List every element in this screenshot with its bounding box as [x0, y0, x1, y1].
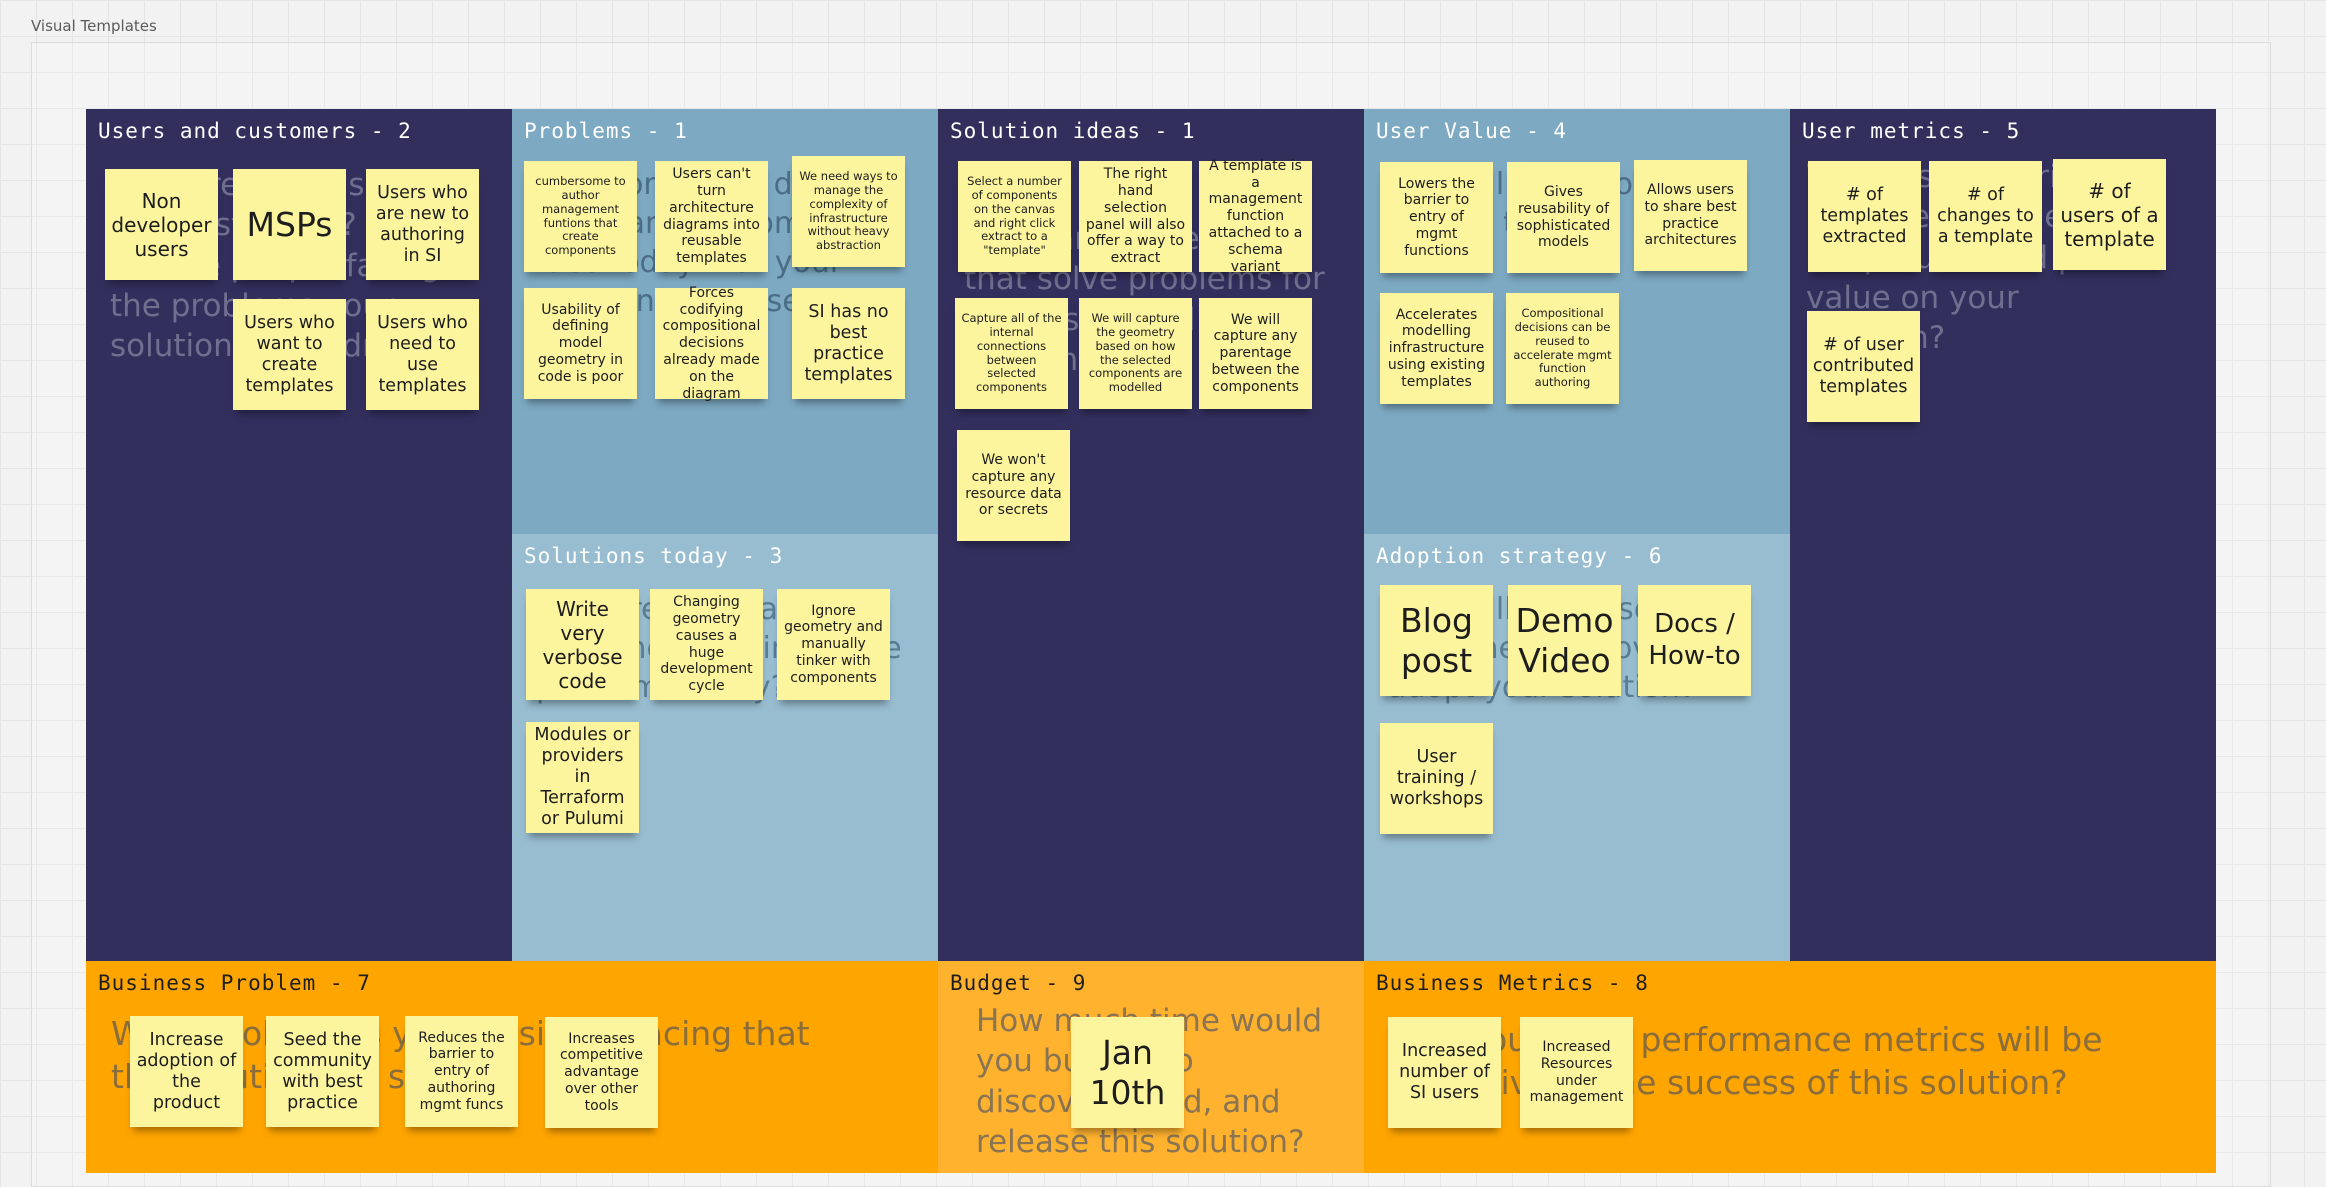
sticky-note[interactable]: We will capture any parentage between th…	[1199, 298, 1312, 409]
sticky-note[interactable]: Increased number of SI users	[1388, 1017, 1501, 1128]
sticky-note[interactable]: Select a number of components on the can…	[958, 161, 1071, 272]
section-title: Budget - 9	[950, 971, 1087, 995]
sticky-note[interactable]: Jan 10th	[1071, 1017, 1184, 1128]
sticky-note[interactable]: Increased Resources under management	[1520, 1017, 1633, 1128]
sticky-note[interactable]: Allows users to share best practice arch…	[1634, 160, 1747, 271]
sticky-note[interactable]: Modules or providers in Terraform or Pul…	[526, 722, 639, 833]
section-users-and-customers[interactable]: Users and customers - 2 Who are your use…	[86, 109, 512, 961]
sticky-note[interactable]: cumbersome to author management funtions…	[524, 161, 637, 272]
sticky-note[interactable]: Gives reusability of sophisticated model…	[1507, 162, 1620, 273]
section-title: Problems - 1	[524, 119, 688, 143]
sticky-note[interactable]: A template is a management function atta…	[1199, 158, 1312, 275]
section-budget[interactable]: Budget - 9 How much time would you budge…	[938, 961, 1364, 1173]
sticky-note[interactable]: SI has no best practice templates	[792, 288, 905, 399]
section-user-value[interactable]: User Value - 4 How will your solution be…	[1364, 109, 1790, 534]
lean-canvas: Users and customers - 2 Who are your use…	[86, 109, 2216, 1173]
sticky-note[interactable]: Lowers the barrier to entry of mgmt func…	[1380, 162, 1493, 273]
sticky-note[interactable]: Compositional decisions can be reused to…	[1506, 293, 1619, 404]
sticky-note[interactable]: Non developer users	[105, 169, 218, 280]
section-business-problem[interactable]: Business Problem - 7 What problem is you…	[86, 961, 938, 1173]
section-problems[interactable]: Problems - 1 What problems do your users…	[512, 109, 938, 534]
sticky-note[interactable]: # of user contributed templates	[1807, 311, 1920, 422]
sticky-note[interactable]: Capture all of the internal connections …	[955, 298, 1068, 409]
sticky-note[interactable]: Docs / How-to	[1638, 585, 1751, 696]
section-solution-ideas[interactable]: Solution ideas - 1 What are some ideas t…	[938, 109, 1364, 961]
section-title: User Value - 4	[1376, 119, 1568, 143]
sticky-note[interactable]: Changing geometry causes a huge developm…	[650, 589, 763, 700]
sticky-note[interactable]: We will capture the geometry based on ho…	[1079, 298, 1192, 409]
section-title: Solutions today - 3	[524, 544, 784, 568]
sticky-note[interactable]: The right hand selection panel will also…	[1079, 161, 1192, 272]
sticky-note[interactable]: Users who need to use templates	[366, 299, 479, 410]
section-title: Users and customers - 2	[98, 119, 412, 143]
section-title: Business Metrics - 8	[1376, 971, 1649, 995]
section-solutions-today[interactable]: Solutions today - 3 How are users and cu…	[512, 534, 938, 961]
sticky-note[interactable]: User training / workshops	[1380, 723, 1493, 834]
section-title: Solution ideas - 1	[950, 119, 1196, 143]
section-business-metrics[interactable]: Business Metrics - 8 What business perfo…	[1364, 961, 2216, 1173]
sticky-note[interactable]: Increases competitive advantage over oth…	[545, 1017, 658, 1128]
sticky-note[interactable]: Blog post	[1380, 585, 1493, 696]
sticky-note[interactable]: Increase adoption of the product	[130, 1016, 243, 1127]
section-title: User metrics - 5	[1802, 119, 2021, 143]
sticky-note[interactable]: Ignore geometry and manually tinker with…	[777, 589, 890, 700]
sticky-note[interactable]: Reduces the barrier to entry of authorin…	[405, 1016, 518, 1127]
sticky-note[interactable]: # of users of a template	[2053, 159, 2166, 270]
sticky-note[interactable]: # of changes to a template	[1929, 161, 2042, 272]
section-adoption-strategy[interactable]: Adoption strategy - 6 How will your user…	[1364, 534, 1790, 961]
sticky-note[interactable]: Demo Video	[1508, 585, 1621, 696]
sticky-note[interactable]: We won't capture any resource data or se…	[957, 430, 1070, 541]
sticky-note[interactable]: Users who want to create templates	[233, 299, 346, 410]
sticky-note[interactable]: # of templates extracted	[1808, 161, 1921, 272]
sticky-note[interactable]: Forces codifying compositional decisions…	[655, 285, 768, 402]
sticky-note[interactable]: Accelerates modelling infrastructure usi…	[1380, 293, 1493, 404]
sticky-note[interactable]: We need ways to manage the complexity of…	[792, 156, 905, 267]
sticky-note[interactable]: Write very verbose code	[526, 589, 639, 700]
sticky-note[interactable]: Users who are new to authoring in SI	[366, 169, 479, 280]
section-user-metrics[interactable]: User metrics - 5 What user metrics will …	[1790, 109, 2216, 961]
sticky-note[interactable]: Usability of defining model geometry in …	[524, 288, 637, 399]
board-title: Visual Templates	[31, 17, 157, 35]
sticky-note[interactable]: MSPs	[233, 169, 346, 280]
section-title: Adoption strategy - 6	[1376, 544, 1663, 568]
sticky-note[interactable]: Seed the community with best practice	[266, 1016, 379, 1127]
section-title: Business Problem - 7	[98, 971, 371, 995]
sticky-note[interactable]: Users can't turn architecture diagrams i…	[655, 161, 768, 272]
